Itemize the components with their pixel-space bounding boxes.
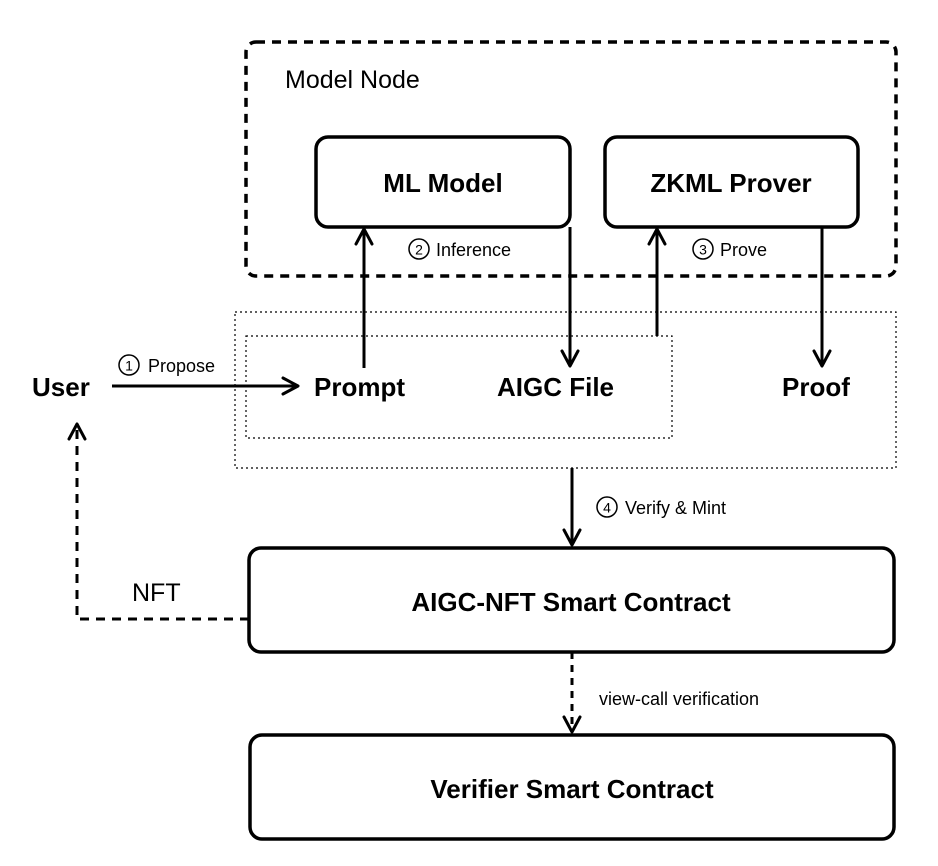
aigc-nft-contract-label: AIGC-NFT Smart Contract [411, 587, 731, 617]
verifier-contract-box [248, 733, 896, 841]
step-2-badge: 2 [408, 238, 430, 260]
step-4-badge: 4 [596, 496, 618, 518]
prompt-node: Prompt [314, 372, 405, 402]
view-call-label: view-call verification [599, 689, 759, 709]
ml-model-label: ML Model [383, 168, 502, 198]
model-node-title: Model Node [285, 66, 420, 94]
step-4-number: 4 [603, 500, 611, 516]
prove-label: Prove [720, 240, 767, 260]
ml-model-box [314, 135, 572, 229]
step-3-badge: 3 [692, 238, 714, 260]
verify-mint-label: Verify & Mint [625, 498, 726, 518]
step-3-number: 3 [699, 242, 707, 258]
user-node: User [32, 372, 90, 402]
step-1-number: 1 [125, 358, 133, 374]
aigc-file-node: AIGC File [497, 372, 614, 402]
zkml-prover-label: ZKML Prover [650, 168, 811, 198]
verifier-contract-label: Verifier Smart Contract [430, 774, 714, 804]
inference-label: Inference [436, 240, 511, 260]
step-2-number: 2 [415, 242, 423, 258]
step-1-badge: 1 [118, 354, 140, 376]
proof-node: Proof [782, 372, 850, 402]
nft-label: NFT [132, 579, 181, 607]
zkml-prover-box [603, 135, 860, 229]
propose-label: Propose [148, 356, 215, 376]
outer-data-group [234, 311, 897, 469]
